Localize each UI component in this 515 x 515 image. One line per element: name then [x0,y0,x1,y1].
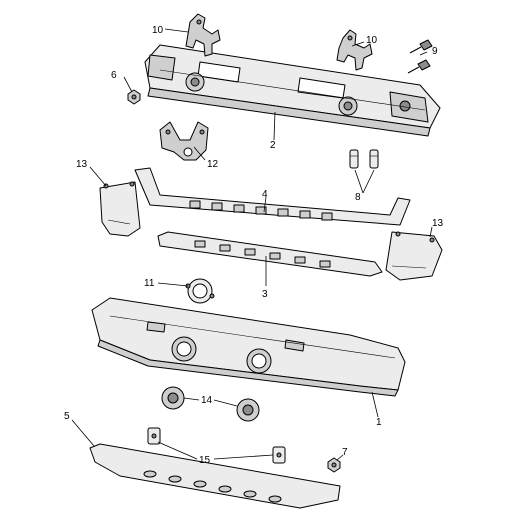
callout-6: 6 [111,70,117,81]
callout-7: 7 [342,447,348,458]
callout-3: 3 [262,289,268,300]
part-mounting-bracket-left [185,13,221,57]
part-brackets-15 [147,427,286,464]
part-lamp-covers-14 [161,386,260,422]
part-nut-6 [127,89,141,105]
callout-2: 2 [270,140,276,151]
callout-15: 15 [199,455,211,466]
callout-12: 12 [207,159,219,170]
callout-1: 1 [376,417,382,428]
callout-labels: 10 10 9 6 2 12 8 13 13 4 3 11 1 14 15 7 … [64,25,444,466]
part-upper-rail-4 [134,167,411,226]
part-clips-8 [349,149,379,169]
part-side-bracket-left [99,181,141,237]
part-side-bracket-right [385,231,443,281]
part-lower-rail-3 [157,231,383,277]
part-skid-plate-5 [89,443,341,509]
callout-11: 11 [144,278,155,289]
part-bracket-12 [159,121,209,161]
part-mounting-bracket-right [336,29,373,71]
callout-9: 9 [432,46,438,57]
part-reinforcement-beam [144,44,441,137]
callout-14: 14 [201,395,213,406]
callout-4: 4 [262,189,268,200]
part-bolts-9 [407,39,433,74]
part-lamp-bracket-11 [185,278,215,304]
callout-10-right: 10 [366,35,378,46]
callout-8: 8 [355,192,361,203]
callout-10-left: 10 [152,25,164,36]
part-bolt-7 [327,457,341,473]
callout-5: 5 [64,411,70,422]
part-bumper-fascia [91,297,406,397]
callout-13-right: 13 [432,218,444,229]
leader-lines [71,28,433,461]
callout-13-left: 13 [76,159,88,170]
